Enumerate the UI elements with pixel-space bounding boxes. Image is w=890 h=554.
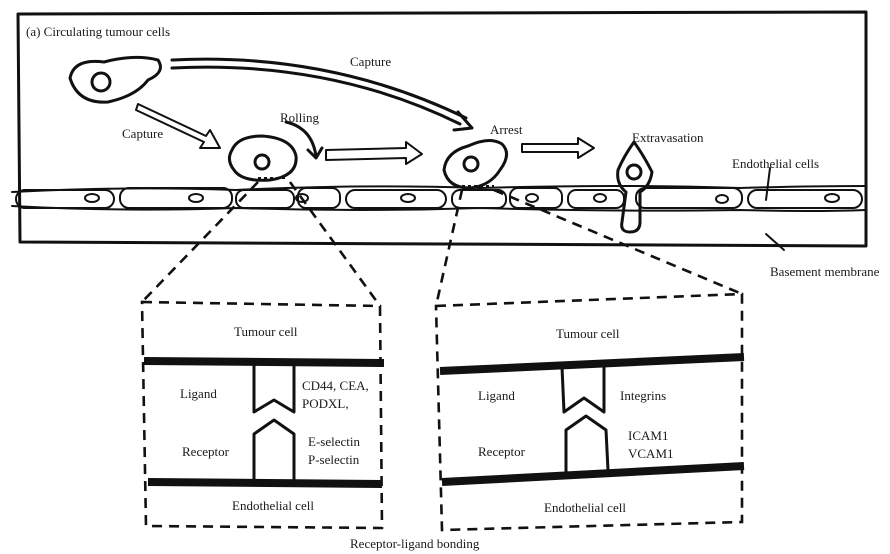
rolling-label: Rolling: [280, 110, 320, 125]
circulating-tumour-cell: [70, 57, 160, 102]
right-inset-endothelial-cell-label: Endothelial cell: [544, 500, 626, 515]
right-inset-receptor-item: ICAM1: [628, 428, 668, 443]
arrest-label: Arrest: [490, 122, 523, 137]
left-inset-ligand-item: PODXL,: [302, 396, 349, 411]
arrested-tumour-cell: [444, 140, 507, 188]
left-inset-receptor-item: E-selectin: [308, 434, 360, 449]
caption: Receptor-ligand bonding: [350, 536, 480, 551]
rolling-tumour-cell: [229, 136, 296, 180]
rolling-to-arrest-arrow: [326, 142, 422, 164]
left-inset-ligand-item: CD44, CEA,: [302, 378, 369, 393]
panel-title: (a) Circulating tumour cells: [26, 24, 170, 39]
endothelial-cells: [16, 188, 862, 208]
endothelial-cells-label: Endothelial cells: [732, 156, 819, 171]
extravasation-label: Extravasation: [632, 130, 704, 145]
right-inset-receptor-item: VCAM1: [628, 446, 674, 461]
right-inset-ligand-item: Integrins: [620, 388, 666, 403]
arrest-to-extravasation-arrow: [522, 138, 594, 158]
right-inset-receptor-label: Receptor: [478, 444, 526, 459]
basement-membrane-label: Basement membrane: [770, 264, 880, 279]
capture-top-label: Capture: [350, 54, 391, 69]
rolling-arrow: [286, 122, 322, 158]
right-inset-tumour-cell-label: Tumour cell: [556, 326, 620, 341]
right-inset-ligand-label: Ligand: [478, 388, 515, 403]
left-inset-ligand-label: Ligand: [180, 386, 217, 401]
left-inset-receptor-label: Receptor: [182, 444, 230, 459]
capture-top-arrow: [172, 59, 472, 130]
left-inset-endothelial-cell-label: Endothelial cell: [232, 498, 314, 513]
left-inset-receptor-item: P-selectin: [308, 452, 360, 467]
capture-left-label: Capture: [122, 126, 163, 141]
endothelial-layer: [12, 186, 866, 211]
left-inset-tumour-cell-label: Tumour cell: [234, 324, 298, 339]
